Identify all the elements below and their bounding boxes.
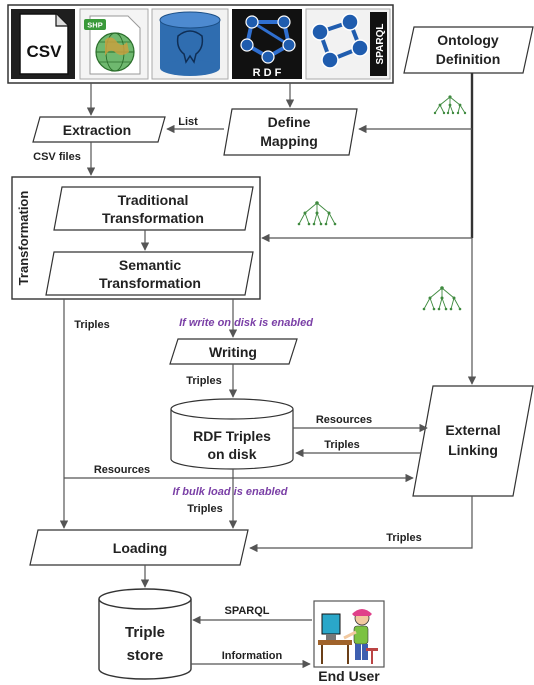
ontology-tree-icon: [422, 286, 462, 311]
resources-left-label: Resources: [94, 464, 150, 476]
list-label: List: [178, 116, 198, 128]
traditional-label-2: Transformation: [102, 210, 204, 226]
sparql-icon: SPARQL: [305, 8, 391, 80]
define-mapping-node: [223, 108, 358, 156]
external-to-loading-arrow: [249, 496, 473, 553]
bulk-condition-label: If bulk load is enabled: [173, 486, 288, 498]
semantic-label-2: Transformation: [99, 275, 201, 291]
writing-node: [169, 338, 298, 365]
triples-back-label: Triples: [324, 439, 359, 451]
ontology-definition-node: [403, 26, 534, 74]
semantic-transformation-node: [45, 251, 254, 296]
rdf-triples-label-1: RDF Triples: [193, 428, 271, 444]
csv-label: CSV: [27, 42, 63, 61]
triples-bulk-label: Triples: [187, 503, 222, 515]
writing-label: Writing: [209, 344, 257, 360]
write-condition-label: If write on disk is enabled: [179, 317, 313, 329]
extraction-label: Extraction: [63, 122, 131, 138]
define-mapping-label-2: Mapping: [260, 133, 318, 149]
traditional-transformation-node: [53, 186, 254, 231]
sparql-source-label: SPARQL: [375, 24, 386, 65]
extraction-node: [32, 116, 166, 143]
sparql-edge-label: SPARQL: [224, 605, 269, 617]
shp-label: SHP: [87, 21, 102, 30]
shp-globe-icon: SHP: [79, 8, 149, 80]
csv-files-label: CSV files: [33, 151, 81, 163]
triple-store-label-2: store: [127, 647, 164, 664]
ontology-tree-icon: [297, 201, 337, 226]
ontology-tree-icon: [433, 95, 467, 115]
ontology-label-2: Definition: [436, 51, 501, 67]
triple-store-node: [98, 588, 192, 680]
ontology-label-1: Ontology: [437, 32, 499, 48]
loading-node: [29, 529, 249, 566]
rdf-icon: R D F: [232, 9, 302, 79]
define-mapping-label-1: Define: [268, 114, 311, 130]
triple-store-label-1: Triple: [125, 624, 165, 641]
rdf-label: R D F: [253, 67, 282, 79]
transformation-group-label: Transformation: [16, 191, 31, 286]
semantic-label-1: Semantic: [119, 257, 181, 273]
external-linking-node: [412, 385, 534, 497]
triples-writing-label: Triples: [186, 375, 221, 387]
external-label-2: Linking: [448, 442, 498, 458]
resources-top-label: Resources: [316, 414, 372, 426]
loading-label: Loading: [113, 540, 167, 556]
triples-left-label: Triples: [74, 319, 109, 331]
traditional-label-1: Traditional: [118, 192, 189, 208]
rdf-triples-label-2: on disk: [207, 446, 256, 462]
end-user-icon: [313, 600, 385, 668]
triples-external-label: Triples: [386, 532, 421, 544]
csv-file-icon: CSV: [11, 9, 75, 79]
rdf-triples-disk-node: [170, 398, 294, 470]
external-label-1: External: [445, 422, 500, 438]
postgresql-database-icon: [151, 8, 229, 80]
end-user-label: End User: [318, 668, 380, 684]
information-label: Information: [222, 650, 283, 662]
